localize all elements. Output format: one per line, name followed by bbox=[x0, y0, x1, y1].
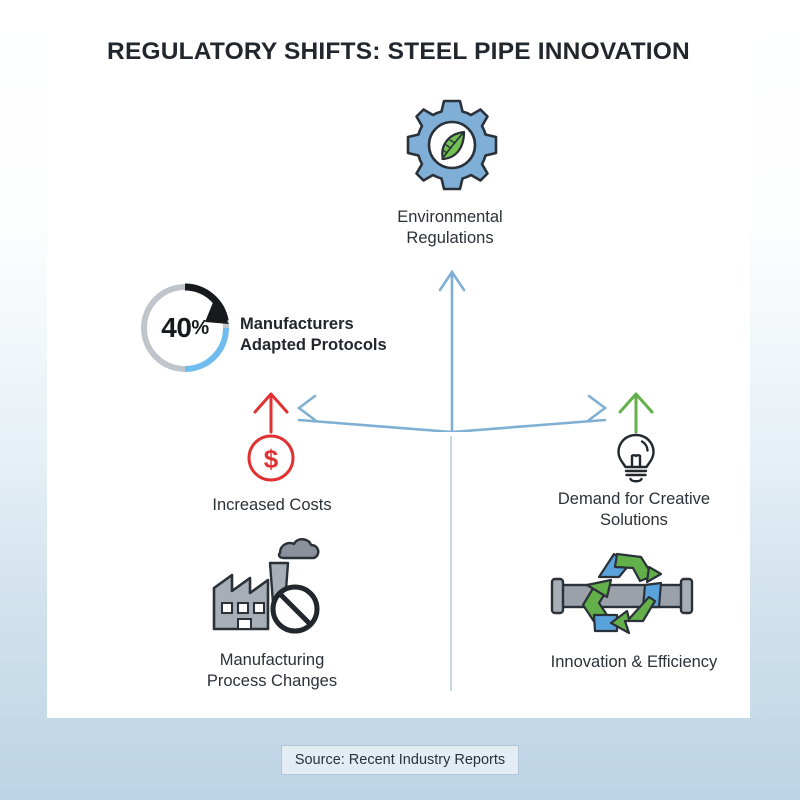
label-line-2: Regulations bbox=[406, 228, 494, 247]
content-card: REGULATORY SHIFTS: STEEL PIPE INNOVATION… bbox=[47, 0, 750, 718]
source-box: Source: Recent Industry Reports bbox=[281, 745, 519, 775]
stat-value: 40% bbox=[135, 278, 235, 378]
stat-label-line-1: Manufacturers bbox=[240, 315, 354, 333]
label-line-2: Process Changes bbox=[206, 671, 338, 690]
lightbulb-icon bbox=[610, 432, 662, 484]
label-environmental-regulations: Environmental Regulations bbox=[300, 207, 600, 248]
flow-connector-arrows bbox=[277, 262, 627, 434]
stat-unit: % bbox=[191, 316, 209, 339]
label-line-2: Solutions bbox=[600, 510, 668, 529]
label-demand-creative-solutions: Demand for Creative Solutions bbox=[504, 489, 764, 530]
stat-label-line-2: Adapted Protocols bbox=[240, 336, 387, 355]
recycling-pipe-icon bbox=[537, 545, 707, 640]
stat-number: 40 bbox=[161, 312, 192, 343]
label-increased-costs: Increased Costs bbox=[212, 496, 332, 514]
source-text: Source: Recent Industry Reports bbox=[294, 752, 506, 768]
dollar-circle-icon: $ bbox=[245, 432, 297, 484]
label-manufacturing-process-changes: Manufacturing Process Changes bbox=[157, 650, 387, 691]
label-innovation-efficiency: Innovation & Efficiency bbox=[550, 653, 718, 671]
stat-donut-chart: 40% bbox=[135, 278, 235, 378]
label-line-1: Environmental bbox=[397, 208, 503, 226]
label-line-1: Demand for Creative bbox=[557, 490, 711, 508]
green-up-arrow-icon bbox=[612, 390, 660, 434]
page-title: REGULATORY SHIFTS: STEEL PIPE INNOVATION bbox=[107, 38, 690, 65]
svg-text:$: $ bbox=[264, 444, 279, 474]
column-divider bbox=[450, 436, 452, 691]
stat-label: Manufacturers Adapted Protocols bbox=[240, 314, 470, 356]
red-up-arrow-icon bbox=[247, 390, 295, 434]
gear-leaf-icon bbox=[402, 95, 502, 195]
factory-prohibited-icon bbox=[202, 533, 347, 638]
label-line-1: Manufacturing bbox=[219, 651, 325, 669]
